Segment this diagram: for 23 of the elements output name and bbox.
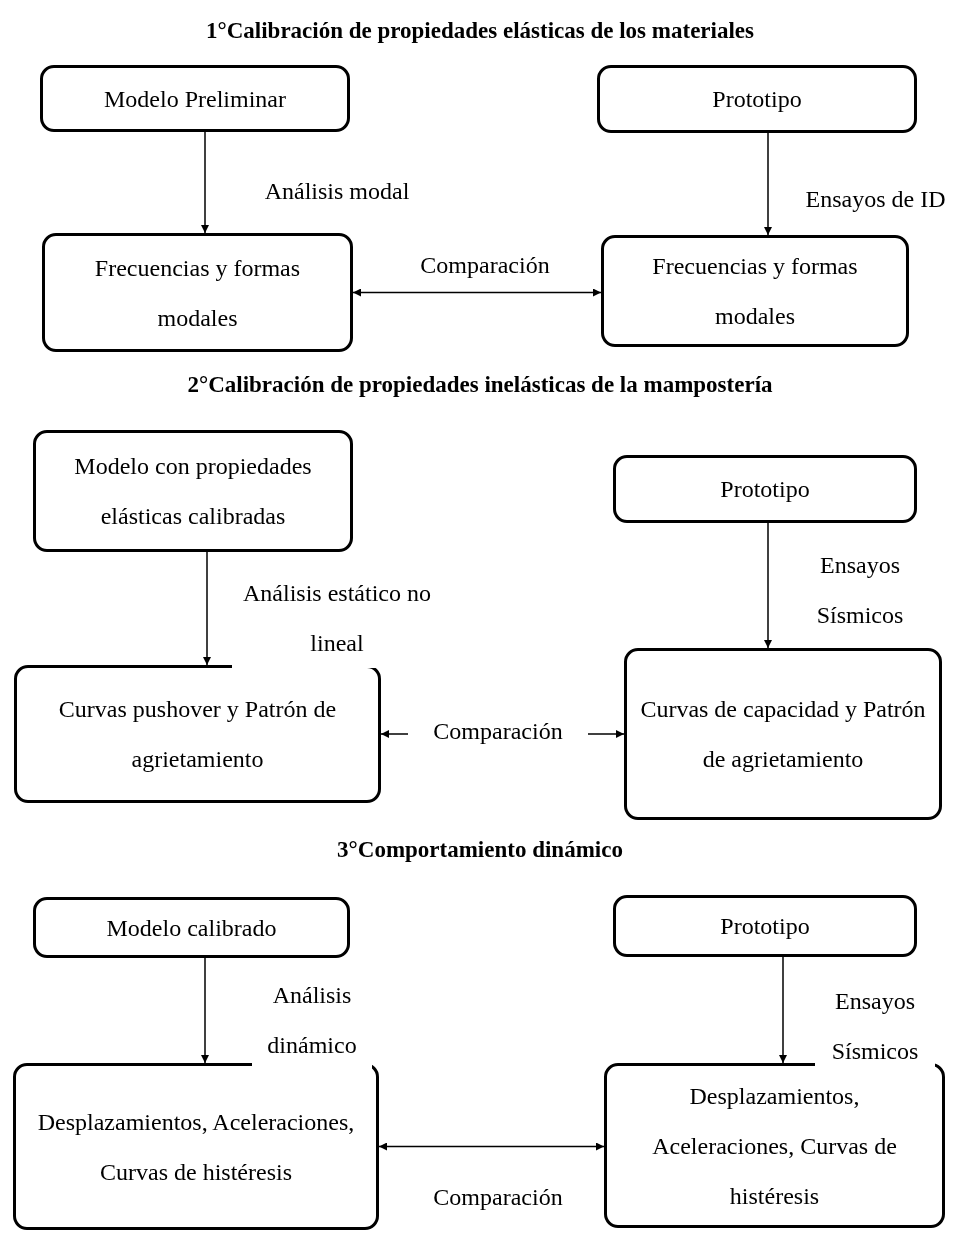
process-box: Curvas pushover y Patrón de agrietamiento xyxy=(14,665,381,803)
process-box: Frecuencias y formas modales xyxy=(42,233,353,352)
arrow xyxy=(378,1142,605,1151)
process-box: Modelo calibrado xyxy=(33,897,350,958)
process-box: Prototipo xyxy=(613,895,917,957)
process-box: Frecuencias y formas modales xyxy=(601,235,909,347)
arrow xyxy=(201,131,209,234)
arrow xyxy=(352,288,602,297)
process-box: Prototipo xyxy=(597,65,917,133)
process-box: Modelo con propiedades elásticas calibradas xyxy=(33,430,353,552)
process-box: Desplazamientos, Aceleraciones, Curvas de histéresis xyxy=(604,1063,945,1228)
arrow xyxy=(764,132,772,236)
section-heading: 2°Calibración de propiedades inelásticas de la mampostería xyxy=(186,371,774,399)
process-box: Prototipo xyxy=(613,455,917,523)
process-box: Curvas de capacidad y Patrón de agrietamiento xyxy=(624,648,942,820)
arrow xyxy=(203,551,211,666)
process-box: Modelo Preliminar xyxy=(40,65,350,132)
arrow xyxy=(764,522,772,649)
process-box: Desplazamientos, Aceleraciones, Curvas de histéresis xyxy=(13,1063,379,1230)
section-heading: 3°Comportamiento dinámico xyxy=(336,836,624,864)
arrow xyxy=(779,956,787,1064)
arrow xyxy=(201,957,209,1064)
section-heading: 1°Calibración de propiedades elásticas de los materiales xyxy=(205,17,755,45)
